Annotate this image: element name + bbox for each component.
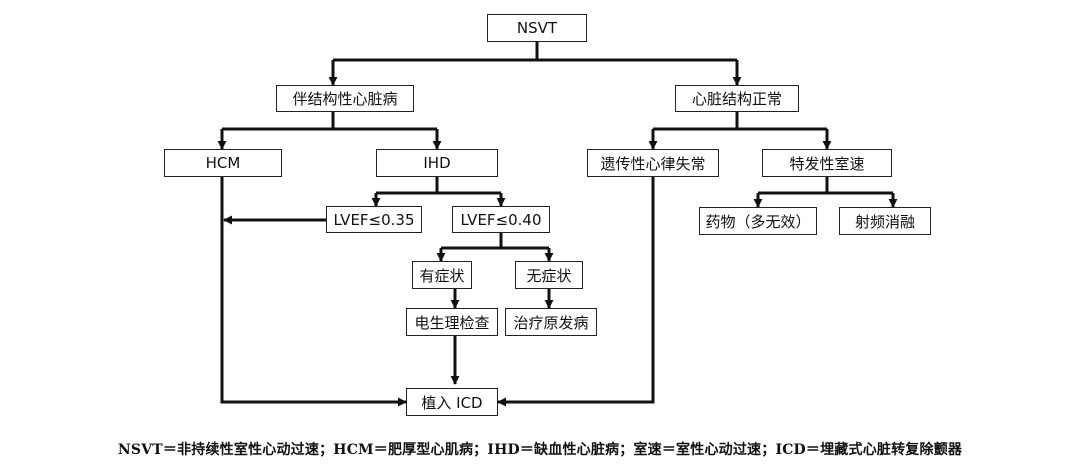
- node-lvef-035: LVEF≤0.35: [326, 206, 422, 233]
- node-normal-heart-structure: 心脏结构正常: [675, 85, 799, 112]
- node-idiopathic-vt: 特发性室速: [762, 149, 892, 177]
- node-icd-implant: 植入 ICD: [406, 388, 498, 416]
- abbreviation-footnote: NSVT＝非持续性室性心动过速；HCM＝肥厚型心肌病；IHD＝缺血性心脏病；室速…: [117, 442, 963, 458]
- node-inherited-arrhythmia: 遗传性心律失常: [587, 149, 719, 177]
- node-lvef-040: LVEF≤0.40: [452, 206, 550, 233]
- edge-inherited-to-icd: [497, 177, 655, 407]
- node-ablation: 射频消融: [839, 207, 931, 235]
- node-ihd: IHD: [376, 149, 498, 177]
- node-nsvt: NSVT: [487, 14, 587, 42]
- node-symptomatic: 有症状: [412, 261, 472, 289]
- edge-hcm-to-icd: [220, 177, 407, 407]
- node-structural-heart-disease: 伴结构性心脏病: [276, 85, 414, 112]
- node-drugs: 药物（多无效）: [699, 207, 817, 235]
- node-ep-study: 电生理检查: [406, 308, 498, 336]
- node-hcm: HCM: [164, 149, 282, 177]
- node-treat-primary-disease: 治疗原发病: [505, 308, 597, 336]
- node-asymptomatic: 无症状: [515, 261, 583, 289]
